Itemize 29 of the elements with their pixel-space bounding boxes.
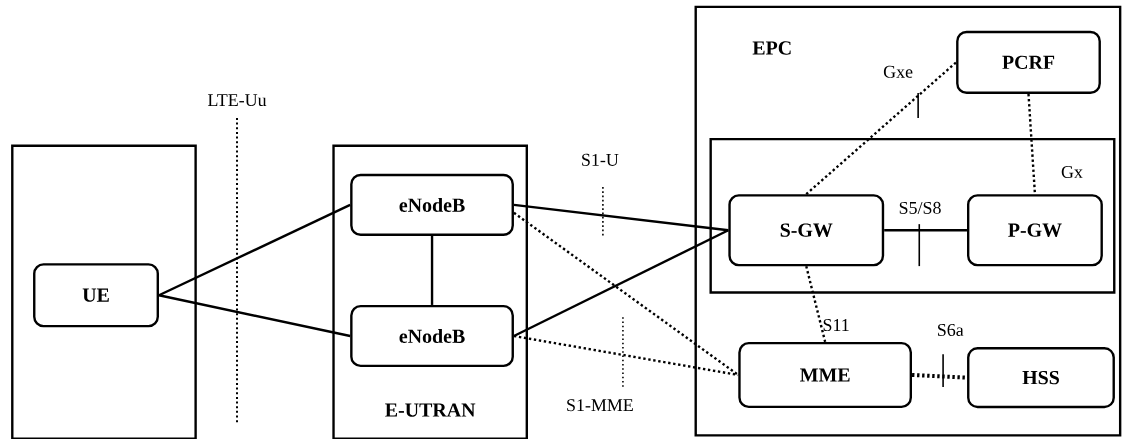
group-box — [709, 137, 1116, 294]
connector — [513, 229, 729, 337]
edge-label: Gxe — [883, 65, 913, 78]
edge-label: S6a — [938, 323, 964, 336]
network-element-box: eNodeB — [350, 173, 514, 236]
network-element-box: MME — [738, 341, 913, 408]
network-element-box: eNodeB — [350, 304, 514, 367]
network-element-box: PCRF — [956, 30, 1101, 94]
connector — [513, 203, 729, 232]
edge-label: S5/S8 — [899, 201, 941, 214]
network-element-box: S-GW — [728, 194, 885, 267]
edge-label: S1-U — [582, 153, 619, 166]
connector — [158, 203, 351, 297]
group-box — [11, 144, 197, 439]
connector — [158, 293, 351, 338]
network-element-box: UE — [33, 263, 159, 328]
connector — [805, 265, 827, 343]
connector — [884, 228, 967, 232]
network-element-box: HSS — [967, 346, 1115, 409]
connector — [1027, 93, 1037, 195]
edge-label: S11 — [823, 318, 849, 331]
connector — [513, 211, 739, 376]
connector — [911, 372, 968, 380]
edge-label: S1-MME — [567, 399, 633, 412]
edge-label: Gx — [1061, 165, 1083, 178]
connector — [430, 235, 434, 305]
connector — [805, 61, 957, 195]
network-element-box: P-GW — [967, 194, 1103, 267]
reference-label: LTE-Uu — [208, 94, 267, 106]
